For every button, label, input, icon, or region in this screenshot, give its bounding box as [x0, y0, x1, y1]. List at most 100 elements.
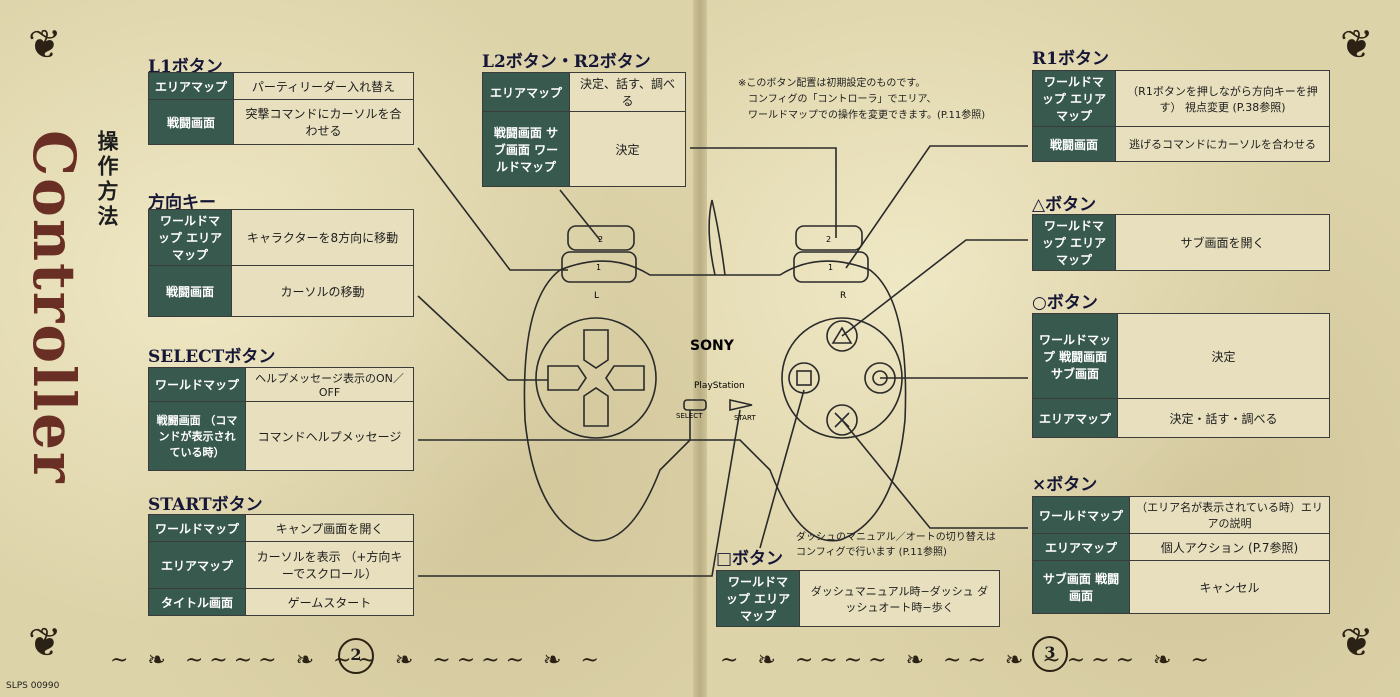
table-value: コマンドヘルプメッセージ: [245, 401, 414, 471]
l2-label: 2: [598, 235, 603, 244]
table-key: ワールドマップ: [147, 514, 247, 542]
table-value: 突撃コマンドにカーソルを合わせる: [233, 99, 414, 145]
dpad-down-icon: [583, 387, 609, 427]
table-key: 戦闘画面: [147, 99, 235, 145]
leader-line: [759, 389, 805, 549]
table-key: 戦闘画面 （コマンドが表示されている時）: [147, 401, 247, 471]
table-row: ワールドマップ エリアマップキャラクターを8方向に移動: [148, 209, 414, 266]
triangle-icon: [831, 326, 853, 344]
table-value: （エリア名が表示されている時）エリアの説明: [1129, 496, 1330, 534]
bottom-scroll-ornament-right: ~ ❧ ~~~~ ❧ ~~ ❧ ~~~~ ❧ ~: [720, 648, 1215, 673]
cross-table: ワールドマップ（エリア名が表示されている時）エリアの説明 エリアマップ個人アクシ…: [1031, 496, 1330, 614]
r1-label: 1: [828, 263, 833, 272]
select-label: SELECT: [676, 412, 703, 420]
l2-button-shape: [567, 225, 635, 251]
corner-ornament-bottom-left: ❦: [28, 620, 62, 666]
triangle-button: [826, 320, 858, 352]
table-row: ワールドマップ エリアマップ（R1ボタンを押しながら方向キーを押す） 視点変更 …: [1032, 70, 1330, 127]
table-row: 戦闘画面 サブ画面 ワールドマップ決定: [482, 111, 686, 187]
table-value: カーソルの移動: [231, 265, 414, 317]
dpad-housing: [535, 317, 657, 439]
table-value: 決定・話す・調べる: [1117, 398, 1330, 438]
table-key: ワールドマップ 戦闘画面 サブ画面: [1031, 313, 1119, 399]
table-row: ワールドマップヘルプメッセージ表示のON／OFF: [147, 367, 414, 402]
triangle-section-title: △ボタン: [1032, 195, 1097, 215]
square-section-title: □ボタン: [716, 549, 784, 569]
table-value: ダッシュマニュアル時−ダッシュ ダッシュオート時−歩く: [799, 570, 1000, 627]
dpad-up-icon: [583, 329, 609, 369]
cross-section-title: ×ボタン: [1032, 475, 1098, 495]
l1-table: エリアマップパーティリーダー入れ替え 戦闘画面突撃コマンドにカーソルを合わせる: [147, 72, 414, 145]
table-row: ワールドマップ エリアマップダッシュマニュアル時−ダッシュ ダッシュオート時−歩…: [716, 570, 1000, 627]
square-icon: [796, 370, 812, 386]
dpad-section-title: 方向キー: [148, 193, 216, 213]
table-row: ワールドマップ 戦闘画面 サブ画面決定: [1031, 313, 1330, 399]
r2-button-shape: [795, 225, 863, 251]
controller-cable: [708, 199, 726, 276]
table-value: キャンセル: [1129, 560, 1330, 614]
table-row: 戦闘画面 （コマンドが表示されている時）コマンドヘルプメッセージ: [147, 401, 414, 471]
dpad-right-icon: [605, 365, 645, 391]
square-caption: ダッシュのマニュアル／オートの切り替えはコンフィグで行います (P.11参照): [796, 532, 996, 558]
page-number-right: 3: [1032, 636, 1068, 672]
r2-label: 2: [826, 235, 831, 244]
table-row: エリアマップ決定、話す、調べる: [482, 72, 686, 112]
start-button-shape: [729, 398, 753, 412]
product-code: SLPS 00990: [6, 681, 60, 691]
table-value: カーソルを表示 （+方向キーでスクロール）: [245, 541, 414, 589]
table-row: タイトル画面ゲームスタート: [147, 588, 414, 616]
table-key: サブ画面 戦闘画面: [1031, 560, 1131, 614]
l-label: L: [594, 291, 599, 301]
table-key: エリアマップ: [482, 72, 570, 112]
l2r2-section-title: L2ボタン・R2ボタン: [482, 52, 651, 72]
table-key: 戦闘画面: [148, 265, 232, 317]
cross-button: [826, 404, 858, 436]
square-table: ワールドマップ エリアマップダッシュマニュアル時−ダッシュ ダッシュオート時−歩…: [716, 570, 1000, 627]
dpad-table: ワールドマップ エリアマップキャラクターを8方向に移動 戦闘画面カーソルの移動: [148, 209, 414, 317]
leader-line: [417, 295, 548, 381]
l1-label: 1: [596, 263, 601, 272]
config-note-line: コンフィグの「コントローラ」でエリア、: [748, 94, 937, 105]
corner-ornament-top-left: ❦: [28, 22, 62, 68]
table-key: エリアマップ: [1031, 398, 1119, 438]
table-key: ワールドマップ: [147, 367, 247, 402]
r1-section-title: R1ボタン: [1032, 49, 1109, 69]
circle-table: ワールドマップ 戦闘画面 サブ画面決定 エリアマップ決定・話す・調べる: [1031, 313, 1330, 438]
table-row: サブ画面 戦闘画面キャンセル: [1031, 560, 1330, 614]
table-value: 決定: [569, 111, 686, 187]
r-label: R: [840, 291, 846, 301]
triangle-table: ワールドマップ エリアマップサブ画面を開く: [1032, 214, 1330, 271]
page-title-japanese: 操作方法: [92, 130, 122, 230]
config-note-line: ワールドマップでの操作を変更できます。(P.11参照): [748, 110, 986, 121]
table-value: サブ画面を開く: [1115, 214, 1330, 271]
table-value: ヘルプメッセージ表示のON／OFF: [245, 367, 414, 402]
leader-line: [690, 147, 837, 238]
table-value: （R1ボタンを押しながら方向キーを押す） 視点変更 (P.38参照): [1115, 70, 1330, 127]
table-row: エリアマップ決定・話す・調べる: [1031, 398, 1330, 438]
table-value: ゲームスタート: [245, 588, 414, 616]
table-value: 個人アクション (P.7参照): [1129, 533, 1330, 561]
leader-line: [559, 189, 601, 241]
circle-section-title: ○ボタン: [1032, 293, 1098, 313]
start-label: START: [734, 414, 756, 422]
table-value: 逃げるコマンドにカーソルを合わせる: [1115, 126, 1330, 162]
r1-table: ワールドマップ エリアマップ（R1ボタンを押しながら方向キーを押す） 視点変更 …: [1032, 70, 1330, 162]
corner-ornament-bottom-right: ❦: [1340, 620, 1374, 666]
controller-brand: SONY: [690, 338, 735, 354]
page-spine: [693, 0, 707, 697]
page-title-japanese-text: 操作方法: [95, 130, 119, 230]
table-key: 戦闘画面 サブ画面 ワールドマップ: [482, 111, 570, 187]
table-key: ワールドマップ エリアマップ: [1032, 70, 1116, 127]
table-row: ワールドマップ エリアマップサブ画面を開く: [1032, 214, 1330, 271]
playstation-logo-text: PlayStation: [694, 381, 745, 391]
table-row: 戦闘画面カーソルの移動: [148, 265, 414, 317]
table-row: 戦闘画面逃げるコマンドにカーソルを合わせる: [1032, 126, 1330, 162]
table-key: 戦闘画面: [1032, 126, 1116, 162]
table-key: ワールドマップ エリアマップ: [1032, 214, 1116, 271]
config-note: ※このボタン配置は初期設定のものです。 コンフィグの「コントローラ」でエリア、 …: [738, 76, 985, 124]
leader-line: [841, 419, 1028, 529]
table-value: キャンプ画面を開く: [245, 514, 414, 542]
leader-line: [418, 409, 741, 577]
table-key: ワールドマップ エリアマップ: [716, 570, 800, 627]
